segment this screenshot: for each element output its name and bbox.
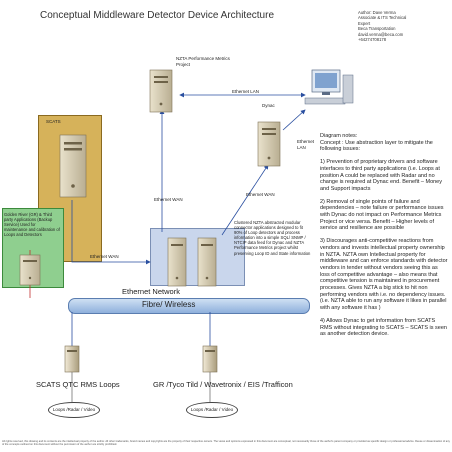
ethernet-lan-right-label: Ethernet LAN [297, 139, 315, 150]
loops-left-ellipse: Loops /Radar / Video [48, 402, 100, 418]
author-line: Associate & ITS Technical [358, 15, 407, 21]
ethernet-lan-top-label: Ethernet LAN [232, 89, 260, 94]
notes-concept: Concept : Use abstraction layer to mitig… [320, 139, 433, 153]
author-line: david.verma@beca.com [358, 31, 404, 37]
copyright-footer: All rights reserved, this drawing and it… [2, 440, 450, 447]
nzta-performance-label: NZTA Performance Metrics Project [176, 56, 230, 67]
author-line: Author: Dave Verma [358, 10, 396, 15]
ethernet-wan-right-label: Ethernet WAN [246, 192, 275, 197]
author-line: +64274708178 [358, 37, 387, 43]
diagram-title: Conceptual Middleware Detector Device Ar… [40, 10, 274, 21]
loops-right-ellipse: Loops /Radar / Video [186, 402, 238, 418]
gr-bottom-label: GR /Tyco Tild / Wavetronix / EIS /Traffi… [153, 380, 293, 389]
scats-wan-link [71, 200, 151, 265]
nzta-cluster-server-b-icon [197, 237, 217, 287]
ethernet-lan-right-link [282, 109, 306, 131]
nzta-performance-server-icon [149, 69, 173, 113]
golden-river-label: Golden River (GR) & Third party Applicat… [4, 212, 60, 237]
golden-river-server-icon [19, 254, 41, 286]
nzta-clustered-label: Clustered NZTA abstracted modular connec… [234, 220, 311, 256]
dynac-wan-link [221, 164, 269, 236]
notes-item: 4) Allows Dynac to get information from … [320, 317, 447, 338]
diagram-notes: Diagram notes: Concept : Use abstraction… [320, 133, 448, 344]
nzta-cluster-server-a-icon [167, 237, 187, 287]
scats-label: SCATS [46, 119, 61, 124]
dynac-server-icon [257, 121, 281, 167]
notes-header: Diagram notes: [320, 133, 358, 139]
fibre-wireless-bar [68, 298, 310, 314]
ethernet-wan-left-label: Ethernet WAN [90, 254, 119, 259]
notes-item: 3) Discourages anti-competitive reaction… [320, 238, 448, 312]
ethernet-network-label: Ethernet Network [122, 287, 180, 296]
author-block: Author: Dave Verma Associate & ITS Techn… [358, 10, 450, 42]
author-line: Expert [358, 20, 371, 26]
scats-bottom-label: SCATS QTC RMS Loops [36, 380, 120, 389]
notes-item: 1) Prevention of proprietary drivers and… [320, 159, 442, 192]
fibre-wireless-label: Fibre/ Wireless [142, 300, 196, 309]
nzta-cluster-region [150, 228, 245, 286]
notes-item: 2) Removal of single points of failure a… [320, 198, 444, 232]
ethernet-wan-mid-label: Ethernet WAN [154, 197, 183, 202]
scats-server-icon [59, 134, 87, 198]
scats-roadside-device-icon [64, 345, 80, 373]
author-line: Beca Transportation [358, 26, 396, 32]
dynac-workstation-icon [304, 69, 354, 105]
dynac-label: Dynac [262, 103, 275, 108]
gr-roadside-device-icon [202, 345, 218, 373]
